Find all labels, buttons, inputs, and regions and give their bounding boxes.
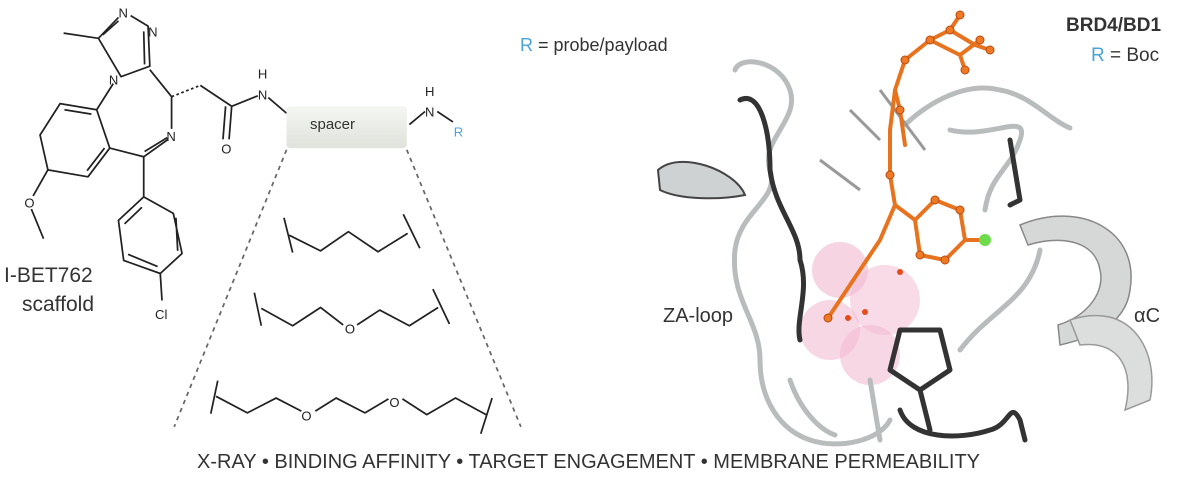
atom-label: O [301,409,311,424]
scaffold-name: I-BET762 [4,264,93,287]
atom-label: N [258,87,267,102]
protein-title: BRD4/BD1 [1066,15,1162,36]
i-bet762-structure: N N N N O O H N Cl H N R [24,5,463,321]
r-group-label: R [454,125,463,140]
atom-label: O [345,322,355,337]
atom-label: N [425,105,434,120]
r-symbol: R [1091,45,1105,66]
spacer-box [286,106,407,149]
atom-label: H [425,84,434,99]
r-definition-text: = probe/payload [533,35,668,55]
atom-label: H [258,66,267,81]
atom-label: O [389,395,399,410]
brd4-protein-structure [656,10,1153,447]
spacer-expansion-lines [173,149,522,428]
atom-label: O [221,141,231,156]
r-symbol: R [520,35,533,55]
za-loop-label: ZA-loop [663,305,734,327]
left-panel: N N N N O O H N Cl H N R O O O [24,5,522,435]
r-boc-text: = Boc [1104,45,1160,66]
spacer-label: spacer [310,116,356,133]
protein-r-definition: R = Boc [1091,45,1160,67]
spacer-chains: O O O [209,213,493,435]
scaffold-subtitle: scaffold [22,293,94,316]
r-definition: R = probe/payload [520,35,668,56]
atom-label: N [166,129,175,144]
alpha-c-label: αC [1134,305,1161,327]
atom-label: N [109,72,118,87]
atom-label: N [148,25,157,40]
atom-label: Cl [155,307,167,322]
atom-label: O [24,195,34,210]
footer-techniques: X-RAY • BINDING AFFINITY • TARGET ENGAGE… [197,451,980,473]
atom-label: N [118,5,127,20]
